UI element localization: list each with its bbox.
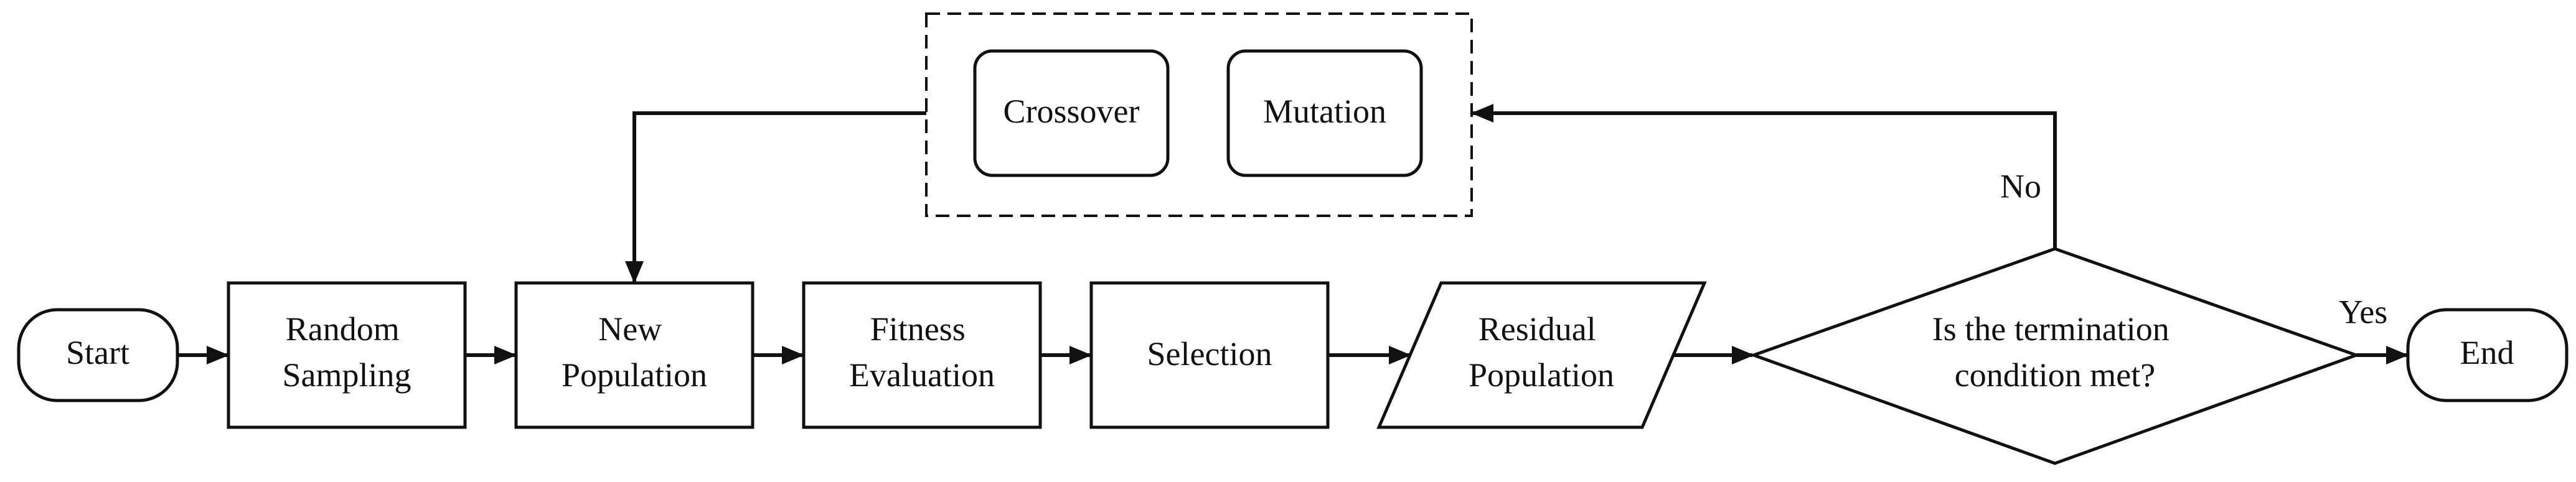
new-population-line-2: Population xyxy=(562,356,707,394)
crossover-box xyxy=(973,49,1170,177)
termination-check-node: Is the termination condition met? xyxy=(1749,247,2361,465)
end-label: End xyxy=(2460,334,2514,371)
random-sampling-line-1: Random xyxy=(286,310,400,348)
start-line-1: Start xyxy=(66,334,129,371)
selection-box xyxy=(1089,281,1330,429)
edge-termination-check-no-to-operators xyxy=(1471,104,2057,249)
termination-check-label: Is the termination condition met? xyxy=(1932,310,2178,394)
end-line-1: End xyxy=(2460,334,2514,371)
edge-label-no: No xyxy=(2000,167,2041,205)
start-label: Start xyxy=(66,334,129,371)
termination-check-line-2: condition met? xyxy=(1955,356,2155,394)
start-node: Start xyxy=(17,308,179,402)
random-sampling-line-2: Sampling xyxy=(282,356,411,394)
mutation-box xyxy=(1226,49,1423,177)
mutation-label: Mutation xyxy=(1263,93,1386,130)
edge-label-yes: Yes xyxy=(2339,293,2388,330)
crossover-line-1: Crossover xyxy=(1004,93,1140,130)
random-sampling-node: Random Sampling xyxy=(227,281,467,429)
fitness-evaluation-node: Fitness Evaluation xyxy=(802,281,1042,429)
new-population-box xyxy=(514,281,754,429)
new-population-node: New Population xyxy=(514,281,754,429)
residual-population-node: Residual Population xyxy=(1376,281,1707,429)
mutation-node: Mutation xyxy=(1226,49,1423,177)
selection-node: Selection xyxy=(1089,281,1330,429)
edge-operators-to-new-population xyxy=(625,111,926,284)
new-population-label: New Population xyxy=(562,310,707,394)
residual-population-label: Residual Population xyxy=(1469,310,1614,394)
fitness-evaluation-label: Fitness Evaluation xyxy=(849,310,995,394)
end-node: End xyxy=(2406,308,2569,402)
random-sampling-box xyxy=(227,281,467,429)
residual-population-parallelogram xyxy=(1376,281,1707,429)
termination-check-diamond xyxy=(1749,247,2361,465)
selection-label: Selection xyxy=(1147,335,1272,373)
residual-population-line-1: Residual xyxy=(1478,310,1596,348)
selection-line-1: Selection xyxy=(1147,335,1272,373)
residual-population-line-2: Population xyxy=(1469,356,1614,394)
new-population-line-1: New xyxy=(598,310,662,348)
fitness-evaluation-box xyxy=(802,281,1042,429)
fitness-evaluation-line-2: Evaluation xyxy=(849,356,995,394)
crossover-label: Crossover xyxy=(1004,93,1140,130)
crossover-node: Crossover xyxy=(973,49,1170,177)
mutation-line-1: Mutation xyxy=(1263,93,1386,130)
random-sampling-label: Random Sampling xyxy=(282,310,411,394)
termination-check-line-1: Is the termination xyxy=(1932,310,2169,348)
fitness-evaluation-line-1: Fitness xyxy=(870,310,966,348)
